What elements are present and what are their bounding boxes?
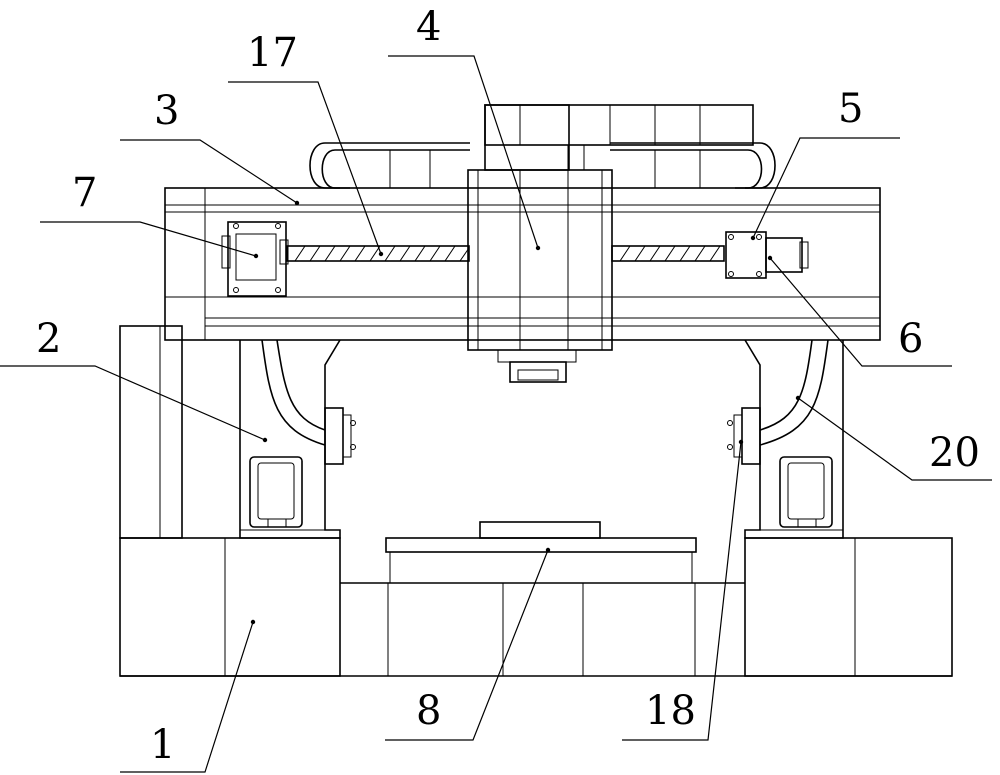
label-17: 17 [247,30,298,76]
leader-lines [0,55,992,773]
left-back-column [119,325,183,539]
callout-labels: 2 3 17 4 5 6 7 8 20 18 1 [36,4,980,768]
spindle-head [467,104,613,383]
lead-screw [286,245,725,262]
label-6: 6 [898,316,923,362]
right-column [727,339,844,539]
left-bearing-block [221,221,289,297]
base [119,537,953,677]
label-3: 3 [154,88,179,134]
label-1: 1 [150,722,175,768]
left-column [239,339,356,539]
label-4: 4 [416,4,441,50]
right-bearing-block [725,231,809,279]
label-18: 18 [645,688,696,734]
cable-chain [309,104,776,189]
label-8: 8 [416,688,441,734]
worktable [385,521,697,584]
leader-dots [250,200,801,625]
label-7: 7 [72,170,97,216]
label-5: 5 [838,86,863,132]
pipes [261,339,829,446]
label-20: 20 [929,430,980,476]
label-2: 2 [36,316,61,362]
crossbeam [164,187,881,341]
